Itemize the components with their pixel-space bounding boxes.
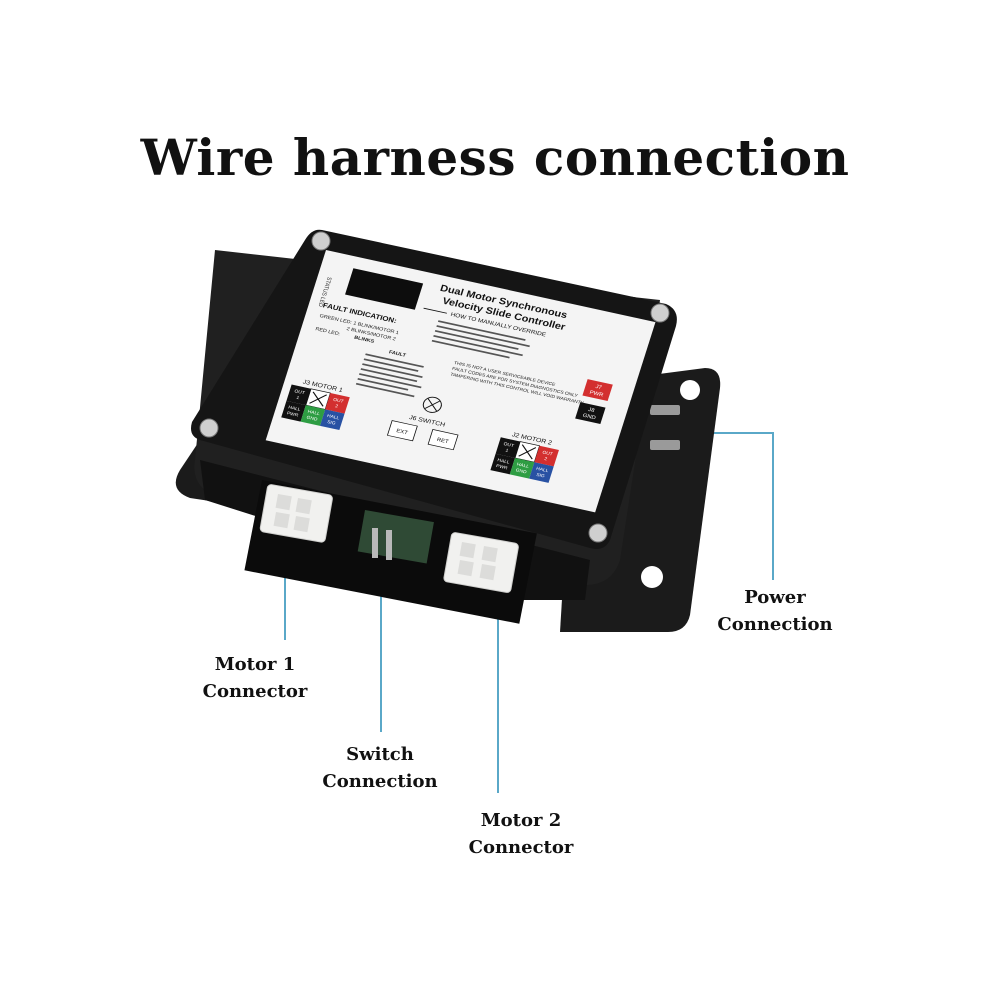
fault-heading: FAULT	[388, 350, 407, 359]
svg-text:GND: GND	[515, 468, 528, 475]
svg-text:1: 1	[505, 448, 510, 453]
motor2-callout-line1: Motor 2	[480, 810, 562, 831]
svg-text:HALL: HALL	[497, 458, 511, 465]
svg-text:OUT: OUT	[333, 397, 345, 404]
label-panel: STATUS LED Dual Motor Synchronous Veloci…	[265, 250, 656, 513]
case-screws	[199, 231, 670, 543]
svg-text:RET: RET	[436, 437, 450, 445]
page-title: Wire harness connection	[140, 128, 850, 187]
ret-box	[427, 429, 459, 451]
power-callout-line1: Power	[744, 587, 806, 608]
motor1-connector	[259, 484, 333, 543]
j7-pwr-badge: J7 PWR	[582, 379, 613, 402]
power-terminals	[650, 405, 680, 450]
screw-top-right	[650, 303, 670, 323]
svg-text:HALL: HALL	[307, 409, 321, 416]
svg-text:PWR: PWR	[495, 463, 508, 470]
switch-connection-callout: Switch Connection	[305, 741, 455, 795]
power-connection-callout: Power Connection	[700, 584, 850, 638]
motor1-callout-line2: Connector	[202, 681, 308, 702]
mount-hole-top	[680, 380, 700, 400]
j2-pin-grid: OUT 1 OUT 2 HALL PWR HALL GND HALL SIG	[490, 437, 559, 483]
svg-text:J7: J7	[595, 384, 603, 391]
svg-text:PWR: PWR	[286, 411, 299, 418]
svg-text:OUT: OUT	[294, 389, 306, 396]
motor2-connector	[443, 532, 519, 593]
svg-text:OUT: OUT	[503, 441, 515, 448]
svg-text:HALL: HALL	[536, 466, 550, 473]
svg-text:J8: J8	[587, 407, 595, 414]
motor1-connector-callout: Motor 1 Connector	[180, 651, 330, 705]
switch-connector	[357, 510, 434, 564]
power-callout-line2: Connection	[717, 614, 833, 635]
screw-top-left	[311, 231, 331, 251]
screw-bottom-left	[199, 418, 219, 438]
mount-hole-bottom	[641, 566, 663, 588]
motor2-connector-callout: Motor 2 Connector	[446, 807, 596, 861]
j8-gnd-badge: J8 GND	[575, 402, 606, 425]
ext-box	[386, 420, 418, 442]
motor2-callout-line2: Connector	[468, 837, 574, 858]
svg-text:HALL: HALL	[326, 413, 340, 420]
switch-callout-line2: Connection	[322, 771, 438, 792]
svg-text:EXT: EXT	[395, 428, 409, 436]
svg-text:SIG: SIG	[327, 419, 337, 425]
svg-text:PWR: PWR	[589, 390, 604, 398]
svg-text:OUT: OUT	[542, 450, 554, 457]
svg-text:2: 2	[544, 456, 549, 461]
screw-bottom-right	[588, 523, 608, 543]
j3-pin-grid: OUT 1 OUT 2 HALL PWR HALL GND HALL SIG	[281, 384, 350, 431]
svg-text:2: 2	[335, 404, 340, 409]
switch-callout-line1: Switch	[346, 744, 414, 765]
svg-text:GND: GND	[306, 415, 319, 422]
blinks-heading: BLINKS	[353, 335, 375, 345]
status-led-window	[345, 268, 424, 310]
svg-text:1: 1	[296, 395, 301, 400]
svg-text:HALL: HALL	[516, 462, 530, 469]
svg-text:SIG: SIG	[536, 472, 546, 478]
svg-text:GND: GND	[582, 413, 597, 421]
red-led-text: RED LED:	[315, 327, 341, 338]
svg-text:HALL: HALL	[288, 405, 302, 412]
motor1-callout-line1: Motor 1	[214, 654, 296, 675]
